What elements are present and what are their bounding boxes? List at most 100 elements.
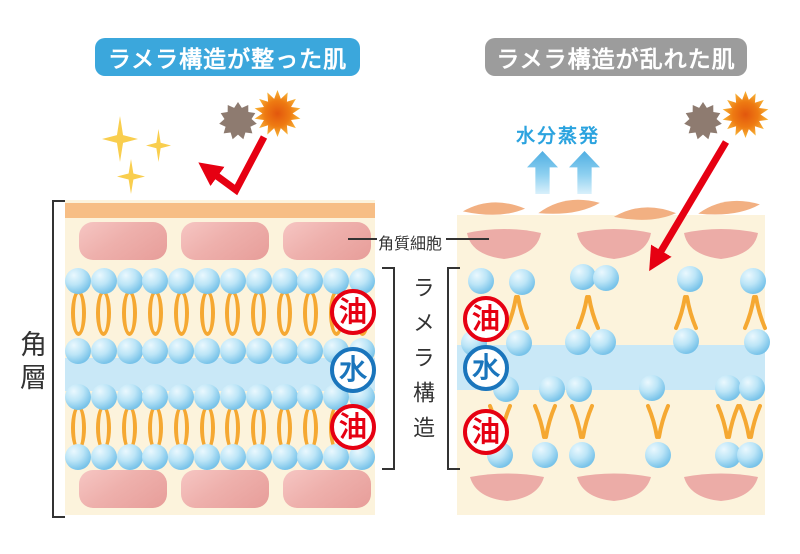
lipid-tail-icon	[533, 404, 557, 439]
lamellar-bracket-left	[382, 267, 395, 470]
lipid-head	[168, 384, 195, 410]
lipid-head	[194, 384, 221, 410]
sun-icon	[722, 91, 769, 138]
lipid-tail-icon	[743, 295, 767, 330]
lipid-head	[509, 269, 535, 295]
oil-badge: 油	[330, 404, 376, 450]
lipid-head	[677, 266, 703, 292]
evaporation-label: 水分蒸発	[516, 126, 601, 147]
lipid-head	[142, 338, 169, 364]
lipid-head	[65, 338, 91, 364]
corneocyte-cell	[470, 473, 544, 501]
skin-flake-icon	[462, 202, 526, 215]
lipid-head	[90, 268, 117, 294]
lipid-tail-icon	[225, 290, 241, 336]
lipid-tail-icon	[96, 290, 112, 336]
lipid-head	[271, 338, 298, 364]
lipid-head	[219, 338, 246, 364]
lipid-head	[116, 338, 143, 364]
lipid-head	[532, 442, 558, 468]
lipid-head	[271, 444, 298, 470]
lipid-head	[142, 384, 169, 410]
corneocyte-cell	[283, 470, 371, 508]
oil-badge: 油	[463, 296, 509, 342]
uv-burst-icon	[684, 102, 722, 140]
lipid-tail-icon	[199, 290, 215, 336]
skin-flake-icon	[613, 207, 677, 220]
water-badge: 水	[330, 347, 376, 393]
skin-flake-icon	[538, 199, 600, 214]
lipid-head	[645, 442, 671, 468]
corneocyte-cell	[283, 222, 371, 260]
lipid-head	[219, 444, 246, 470]
lipid-head	[142, 268, 169, 294]
corneocyte-cell	[79, 222, 167, 260]
lipid-head	[506, 330, 532, 356]
corneocyte-cell	[577, 229, 651, 259]
lipid-head	[90, 384, 117, 410]
sparkle-icon	[117, 159, 145, 194]
lipid-head	[271, 384, 298, 410]
left-skin-block: 油 水 油	[65, 200, 376, 515]
stratum-corneum-bracket	[52, 200, 65, 518]
lamellar-bracket-right	[447, 267, 460, 470]
lipid-tail-icon	[173, 290, 189, 336]
lipid-head	[245, 268, 272, 294]
evaporation-arrow-icon	[569, 151, 600, 194]
lipid-tail-icon	[716, 404, 740, 439]
lipid-head	[565, 329, 591, 355]
lipid-head	[116, 268, 143, 294]
skin-surface-bar	[65, 203, 375, 218]
lipid-head	[740, 268, 766, 294]
lipid-head	[569, 442, 595, 468]
sun-icon	[254, 90, 301, 137]
lipid-head	[271, 268, 298, 294]
lipid-head	[219, 384, 246, 410]
oil-badge: 油	[330, 289, 376, 335]
lipid-head	[168, 268, 195, 294]
stratum-corneum-label: 角層	[16, 330, 46, 396]
lipid-tail-icon	[576, 295, 600, 330]
title-badge-ordered-skin: ラメラ構造が整った肌	[95, 38, 360, 76]
lipid-tail-icon	[646, 404, 670, 439]
uv-burst-icon	[219, 102, 257, 140]
lipid-head	[590, 329, 616, 355]
corneocyte-cell	[684, 473, 758, 501]
lamellar-structure-label: ラメラ構造	[410, 276, 435, 451]
lipid-head	[715, 442, 741, 468]
lipid-tail-icon	[147, 290, 163, 336]
evaporation-arrow-icon	[527, 151, 558, 194]
lipid-head	[297, 444, 324, 470]
lipid-head	[116, 444, 143, 470]
lipid-head	[90, 444, 117, 470]
water-badge: 水	[463, 345, 509, 391]
sparkle-icon	[102, 116, 138, 162]
lipid-head	[194, 338, 221, 364]
lipid-head	[297, 338, 324, 364]
corneocyte-cell	[181, 222, 269, 260]
water-layer	[65, 358, 375, 391]
lipid-tail-icon	[122, 290, 138, 336]
corneocyte-cell	[467, 229, 541, 259]
lipid-head	[744, 329, 770, 355]
corneocyte-pointer-line	[446, 238, 489, 240]
lipid-head	[245, 444, 272, 470]
corneocyte-label: 角質細胞	[377, 236, 442, 253]
sparkle-icon	[146, 129, 171, 162]
lipid-head	[168, 444, 195, 470]
lipid-tail-icon	[70, 290, 86, 336]
lipid-head	[90, 338, 117, 364]
lipid-head	[737, 442, 763, 468]
lipid-head	[570, 264, 596, 290]
lipid-tail-icon	[738, 404, 762, 439]
lipid-head	[219, 268, 246, 294]
lipid-head	[65, 268, 91, 294]
lipid-head	[468, 268, 494, 294]
lipid-head	[168, 338, 195, 364]
corneocyte-cell	[79, 470, 167, 508]
lipid-tail-icon	[302, 290, 318, 336]
lipid-head	[297, 268, 324, 294]
lipid-head	[566, 376, 592, 402]
title-badge-disordered-skin: ラメラ構造が乱れた肌	[485, 38, 747, 76]
lipid-tail-icon	[674, 295, 698, 330]
